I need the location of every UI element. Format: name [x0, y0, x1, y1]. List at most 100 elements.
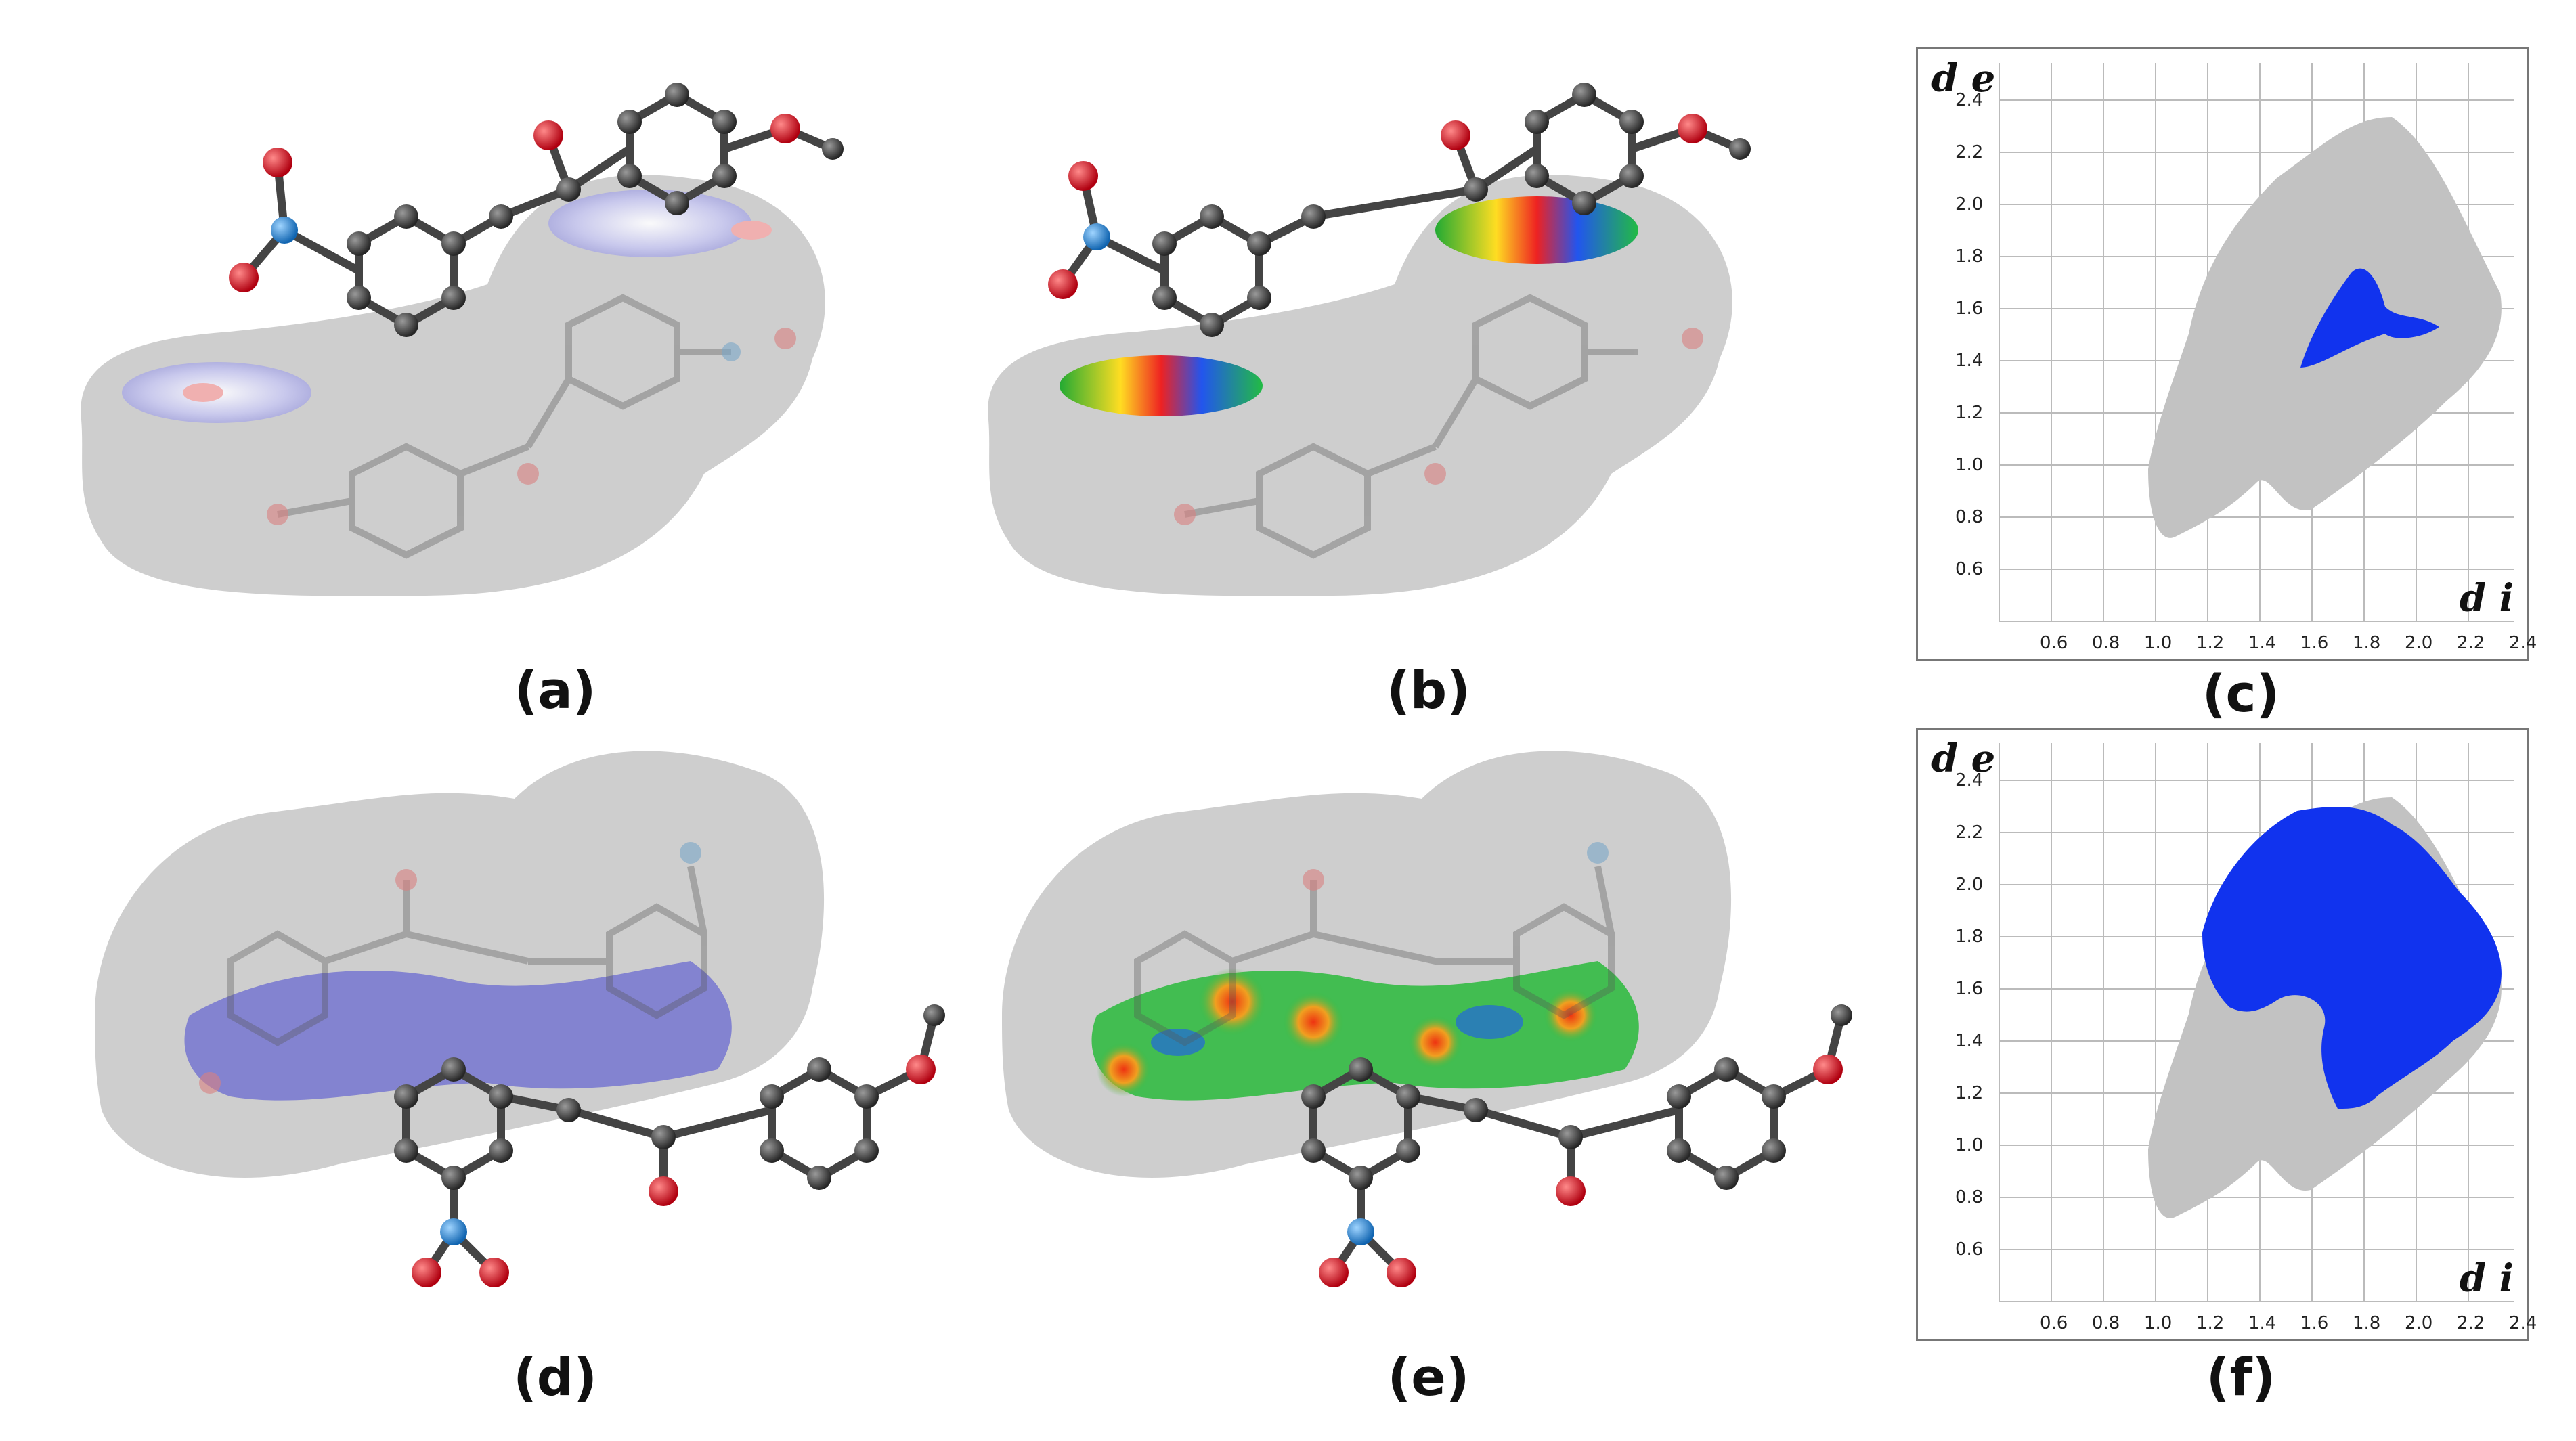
oxygen-atom	[1068, 161, 1098, 191]
x-tick: 1.0	[2144, 1313, 2172, 1333]
x-tick: 1.8	[2353, 1313, 2380, 1333]
y-tick: 1.6	[1955, 298, 1983, 319]
x-tick: 1.8	[2353, 633, 2380, 653]
panel-caption: (a)	[514, 660, 596, 720]
oxygen-atom	[533, 120, 563, 150]
x-tick: 0.8	[2092, 1313, 2120, 1333]
y-tick: 0.8	[1955, 1187, 1983, 1207]
y-tick-labels: 2.4 2.2 2.0 1.8 1.6 1.4 1.2 1.0 0.8 0.6	[1955, 770, 1983, 1260]
x-tick: 1.6	[2300, 633, 2328, 653]
shape-index-patch	[1435, 196, 1638, 264]
y-tick: 1.2	[1955, 1083, 1983, 1103]
panel-b	[961, 41, 1774, 636]
atoms	[229, 83, 844, 337]
dnorm-patch	[184, 961, 732, 1101]
oxygen-atom	[479, 1258, 509, 1287]
hirshfeld-dnorm-view-a	[81, 83, 844, 596]
x-axis-label: d i	[2460, 576, 2514, 621]
y-tick: 1.6	[1955, 979, 1983, 999]
hirshfeld-surface	[988, 175, 1732, 596]
hirshfeld-surface	[95, 751, 825, 1178]
oxygen-atom	[229, 263, 259, 292]
hirshfeld-surface	[81, 175, 825, 596]
y-tick-labels: 2.4 2.2 2.0 1.8 1.6 1.4 1.2 1.0 0.8 0.6	[1955, 90, 1983, 579]
panel-caption: (c)	[2202, 663, 2280, 724]
hirshfeld-shape-index-view-b	[988, 83, 1751, 596]
y-tick: 2.4	[1955, 90, 1983, 110]
x-tick: 0.8	[2092, 633, 2120, 653]
nitrogen-atom	[1083, 223, 1110, 250]
y-tick: 1.0	[1955, 455, 1983, 475]
panel-caption: (e)	[1387, 1347, 1470, 1407]
shape-index-patch	[1060, 355, 1263, 416]
oxygen-atom	[412, 1258, 441, 1287]
dnorm-red-spot	[731, 221, 772, 240]
x-tick: 0.6	[2040, 633, 2068, 653]
oxygen-atom	[649, 1176, 678, 1206]
panel-a	[54, 41, 853, 636]
y-tick: 1.2	[1955, 403, 1983, 423]
fingerprint-plot-f: d e d i 2.4 2.2 2.0 1.8 1.6 1.4 1.2 1.0 …	[1916, 728, 2537, 1341]
x-tick-labels: 0.6 0.8 1.0 1.2 1.4 1.6 1.8 2.0 2.2 2.4	[2040, 1313, 2537, 1333]
oxygen-atom	[1387, 1258, 1416, 1287]
oxygen-atom	[1813, 1055, 1843, 1084]
highlight-contact-region	[2300, 268, 2439, 368]
oxygen-atom	[1678, 114, 1707, 143]
atoms	[394, 1004, 945, 1287]
y-tick: 2.4	[1955, 770, 1983, 791]
dnorm-spot	[548, 190, 751, 257]
panel-d	[54, 731, 1002, 1327]
x-tick: 1.0	[2144, 633, 2172, 653]
oxygen-atom	[906, 1055, 936, 1084]
y-axis-label: d e	[1931, 56, 1995, 101]
x-tick: 1.6	[2300, 1313, 2328, 1333]
y-tick: 0.6	[1955, 559, 1983, 579]
y-tick: 0.8	[1955, 507, 1983, 527]
x-tick: 2.0	[2405, 633, 2432, 653]
highlight-contact-region	[2202, 807, 2502, 1109]
oxygen-atom	[1319, 1258, 1349, 1287]
oxygen-atom	[1048, 269, 1078, 299]
y-tick: 1.8	[1955, 927, 1983, 947]
atoms	[1301, 1004, 1852, 1287]
dnorm-red-spot	[183, 383, 223, 402]
x-tick: 0.6	[2040, 1313, 2068, 1333]
hirshfeld-shape-index-stacking-view-e	[1002, 751, 1852, 1287]
panel-caption: (f)	[2206, 1347, 2276, 1407]
fingerprint-plot-c: d e d i 2.4 2.2 2.0 1.8 1.6 1.4 1.2 1.0 …	[1916, 47, 2537, 661]
panel-caption: (b)	[1387, 660, 1470, 720]
hirshfeld-surface	[1002, 751, 1732, 1178]
oxygen-atom	[770, 114, 800, 143]
panel-e	[961, 731, 1909, 1327]
y-axis-label: d e	[1931, 736, 1995, 781]
x-tick: 2.4	[2509, 1313, 2537, 1333]
y-tick: 0.6	[1955, 1239, 1983, 1260]
x-tick: 2.0	[2405, 1313, 2432, 1333]
x-axis-label: d i	[2460, 1256, 2514, 1301]
x-tick: 1.4	[2248, 1313, 2276, 1333]
nitrogen-atom	[271, 217, 298, 244]
x-tick: 1.4	[2248, 633, 2276, 653]
x-tick: 2.4	[2509, 633, 2537, 653]
hirshfeld-dnorm-stacking-view-d	[95, 751, 945, 1287]
y-tick: 2.2	[1955, 142, 1983, 162]
y-tick: 1.0	[1955, 1135, 1983, 1155]
y-tick: 1.4	[1955, 1031, 1983, 1051]
y-tick: 2.2	[1955, 822, 1983, 843]
oxygen-atom	[263, 148, 292, 177]
y-tick: 2.0	[1955, 874, 1983, 895]
oxygen-atom	[1556, 1176, 1586, 1206]
oxygen-atom	[1441, 120, 1470, 150]
nitrogen-atom	[440, 1218, 467, 1245]
y-tick: 2.0	[1955, 194, 1983, 215]
panel-caption: (d)	[513, 1347, 597, 1407]
x-tick: 1.2	[2196, 1313, 2224, 1333]
y-tick: 1.8	[1955, 246, 1983, 267]
ghost-molecule	[277, 294, 731, 559]
x-tick: 2.2	[2457, 1313, 2485, 1333]
x-tick: 1.2	[2196, 633, 2224, 653]
atoms	[1048, 83, 1751, 337]
x-tick-labels: 0.6 0.8 1.0 1.2 1.4 1.6 1.8 2.0 2.2 2.4	[2040, 633, 2537, 653]
nitrogen-atom	[1347, 1218, 1374, 1245]
y-tick: 1.4	[1955, 351, 1983, 371]
